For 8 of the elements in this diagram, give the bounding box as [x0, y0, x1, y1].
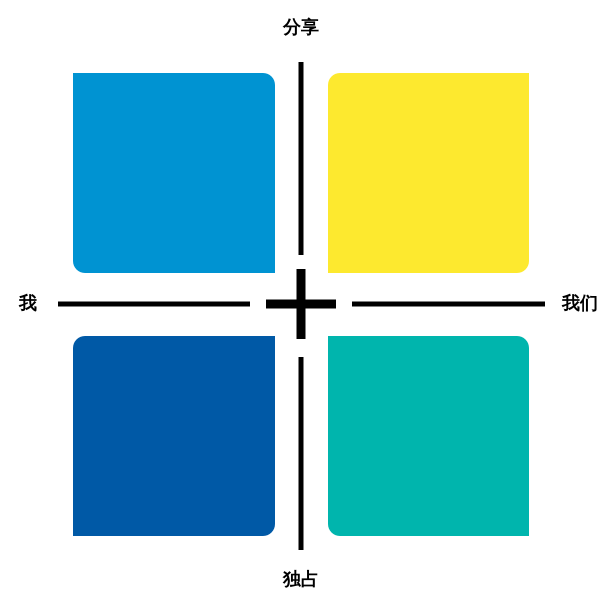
square-tile: [73, 73, 275, 273]
axis-label: 我们: [562, 293, 598, 315]
axis-label: 我: [19, 293, 37, 315]
square-tile: [328, 73, 529, 273]
square-tile: [73, 336, 275, 536]
square-tile: [328, 336, 529, 536]
axis-label: 分享: [283, 17, 319, 39]
axis-label: 独占: [283, 569, 319, 591]
